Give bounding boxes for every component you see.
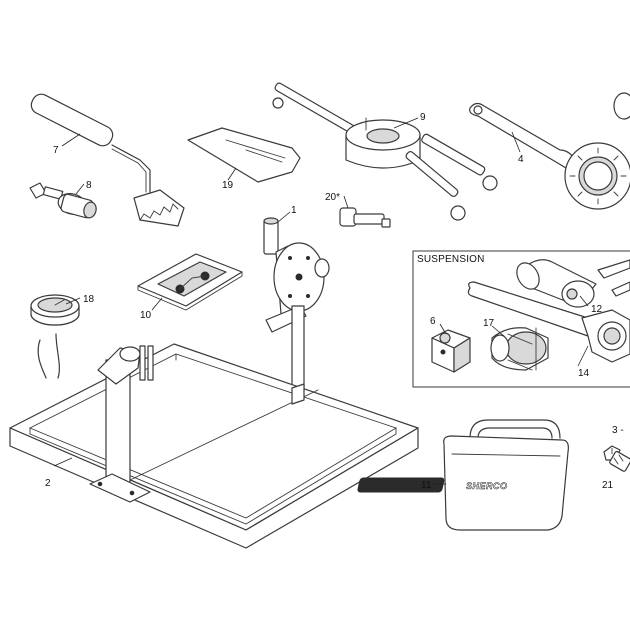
part-2-tray-stand bbox=[9, 343, 419, 549]
callout-10: 10 bbox=[140, 310, 152, 321]
callout-3: 3 - bbox=[612, 425, 624, 436]
callout-7: 7 bbox=[53, 145, 59, 156]
part-4-pin-spanner bbox=[469, 102, 630, 210]
part-7-gear-puller bbox=[30, 93, 185, 227]
callout-11: 11 bbox=[421, 480, 432, 491]
part-1-crankshaft-stand bbox=[263, 217, 330, 389]
leader-lines bbox=[53, 117, 613, 485]
part-14-hook-spanner bbox=[467, 281, 630, 363]
brand-text: SHERCO bbox=[466, 481, 508, 491]
callout-2: 2 bbox=[45, 478, 51, 489]
part-corner-cap bbox=[613, 92, 630, 120]
part-21-bolt bbox=[603, 445, 630, 472]
callout-6: 6 bbox=[430, 316, 436, 327]
callout-1: 1 bbox=[291, 205, 297, 216]
callout-20: 20* bbox=[325, 192, 340, 203]
part-20-pin bbox=[339, 207, 391, 228]
part-6-block bbox=[431, 329, 471, 373]
callout-17: 17 bbox=[483, 318, 495, 329]
part-18-gauge bbox=[30, 294, 80, 379]
part-19-plate bbox=[187, 127, 301, 183]
part-11-tool-bag: SHERCO bbox=[357, 419, 569, 531]
part-17-split-ring bbox=[490, 327, 549, 371]
part-8-bolt-adapter bbox=[29, 182, 97, 219]
suspension-box-title: SUSPENSION bbox=[417, 254, 485, 265]
callout-8: 8 bbox=[86, 180, 92, 191]
callout-19: 19 bbox=[222, 180, 234, 191]
callout-14: 14 bbox=[578, 368, 590, 379]
callout-4: 4 bbox=[518, 154, 524, 165]
part-12-cylinder-tool bbox=[516, 259, 630, 308]
callout-12: 12 bbox=[591, 304, 603, 315]
callout-9: 9 bbox=[420, 112, 426, 123]
part-10-manual bbox=[137, 253, 243, 311]
part-9-clamp-ring bbox=[272, 82, 498, 221]
callouts: 7 8 19 9 4 20* 1 10 18 2 12 6 17 14 11 3… bbox=[45, 112, 624, 491]
callout-21: 21 bbox=[602, 480, 614, 491]
suspension-box: SUSPENSION bbox=[412, 250, 630, 388]
brand-badge bbox=[357, 477, 445, 493]
callout-18: 18 bbox=[83, 294, 95, 305]
